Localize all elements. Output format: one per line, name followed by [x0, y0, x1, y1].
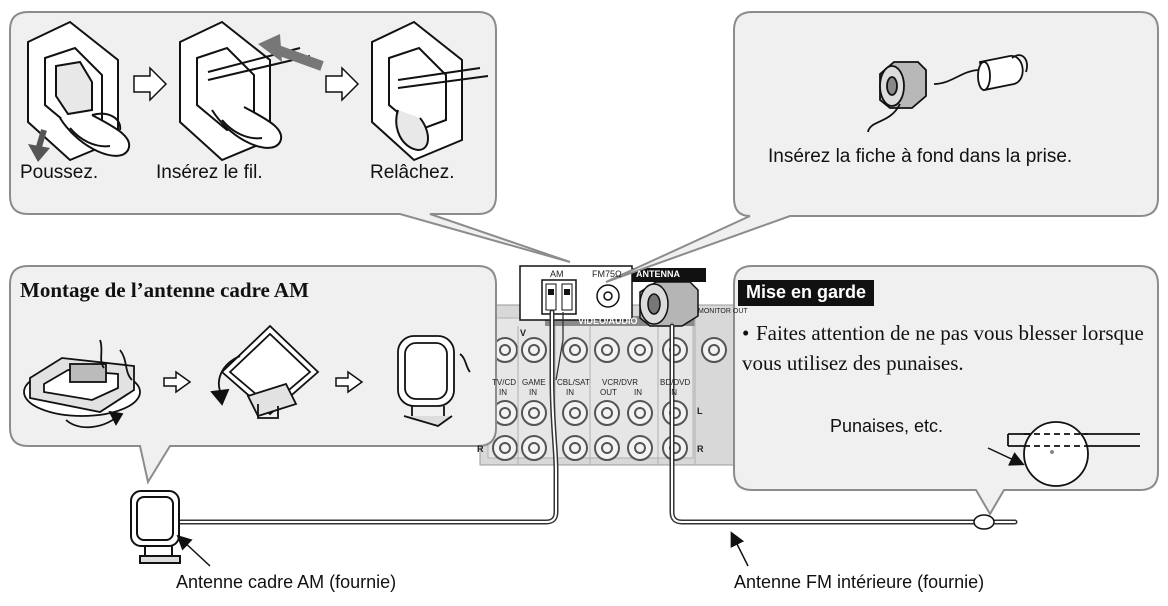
input-label-game: GAME — [522, 378, 546, 387]
am-assembly-step2 — [210, 324, 320, 419]
plug-instruction-label: Insérez la fiche à fond dans la prise. — [768, 146, 1073, 167]
video-audio-band — [545, 316, 695, 326]
antenna-label-bg — [632, 268, 706, 282]
input-tag-tvcd: IN — [499, 388, 507, 397]
step-release-label: Relâchez. — [370, 162, 455, 183]
caution-badge: Mise en garde — [738, 280, 875, 306]
am-terminal-label: AM — [550, 269, 564, 279]
step-release-illustration — [371, 20, 489, 162]
step-push-label: Poussez. — [20, 162, 99, 183]
caution-text-body: Faites attention de ne pas vous blesser … — [742, 321, 1144, 375]
am-loop-callout: Antenne cadre AM (fournie) — [176, 572, 397, 592]
step-insert-illustration — [179, 20, 311, 162]
am-step-arrows — [163, 370, 364, 394]
am-assembly-step3 — [397, 335, 471, 427]
fm-callout-arrow — [730, 531, 749, 567]
fm-plug — [639, 281, 699, 327]
r-label-left: R — [477, 444, 484, 454]
input-label-bddvd: BD/DVD — [660, 378, 691, 387]
am-loop-antenna — [130, 490, 181, 564]
antenna-label: ANTENNA — [636, 269, 680, 279]
input-tag-cblsat: IN — [566, 388, 574, 397]
fm-jack-label: FM75Ω — [592, 269, 622, 279]
input-tag-bddvd: IN — [669, 388, 677, 397]
input-label-vcrdvr: VCR/DVR — [602, 378, 639, 387]
v-label: V — [520, 328, 527, 338]
pins-label: Punaises, etc. — [830, 416, 944, 436]
am-assembly-step1 — [23, 339, 141, 429]
input-tag-vcrdvr-in: IN — [634, 388, 642, 397]
input-tag-vcrdvr-out: OUT — [600, 388, 617, 397]
step-arrows — [133, 66, 360, 102]
input-label-cblsat: CBL/SAT — [557, 378, 590, 387]
step-push-illustration — [27, 20, 131, 162]
step-insert-label: Insérez le fil. — [156, 162, 263, 183]
r-label-right: R — [697, 444, 704, 454]
am-callout-arrow — [176, 534, 211, 567]
input-label-tvcd: TV/CD — [492, 378, 516, 387]
am-assembly-title: Montage de l’antenne cadre AM — [20, 278, 309, 302]
input-tag-game: IN — [529, 388, 537, 397]
video-audio-label: VIDEO/AUDIO — [578, 316, 638, 326]
fm-indoor-callout: Antenne FM intérieure (fournie) — [734, 572, 985, 592]
caution-text: •Faites attention de ne pas vous blesser… — [742, 321, 1144, 375]
rca-jacks — [492, 337, 727, 461]
receiver-rear-panel — [479, 265, 751, 466]
monitor-out-label: MONITOR OUT — [698, 308, 748, 315]
l-label: L — [697, 406, 703, 416]
cable-clip — [973, 514, 995, 530]
pins-arrow — [987, 447, 1025, 466]
fm-plug-illustration — [867, 54, 1028, 133]
